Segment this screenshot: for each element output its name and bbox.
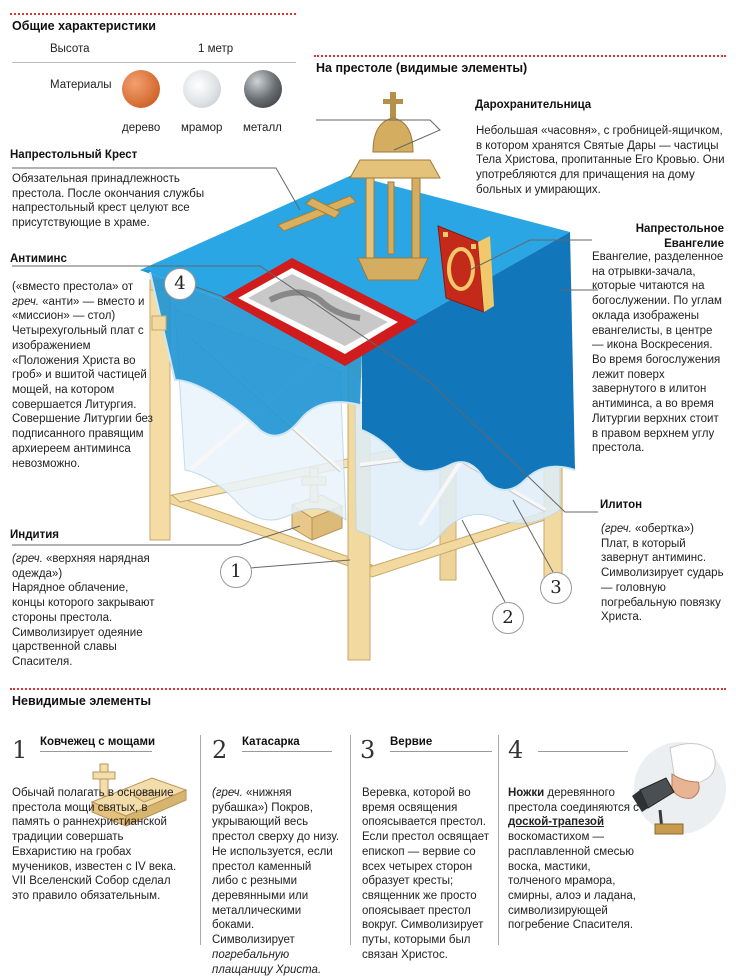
top-divider bbox=[10, 13, 296, 15]
metal-swatch bbox=[244, 70, 282, 108]
item2-number: 2 bbox=[212, 736, 228, 764]
item2-title: Катасарка bbox=[242, 736, 300, 748]
darohran-title: Дарохранительница bbox=[475, 99, 592, 111]
height-label: Высота bbox=[50, 43, 90, 55]
marble-swatch bbox=[183, 70, 221, 108]
material-metal-label: металл bbox=[243, 122, 282, 134]
material-wood-label: дерево bbox=[122, 122, 161, 134]
item1-text: Обычай полагать в основание престола мощ… bbox=[12, 787, 177, 903]
marker-3: 3 bbox=[540, 572, 572, 604]
height-value: 1 метр bbox=[198, 43, 234, 55]
marker-2: 2 bbox=[492, 602, 524, 634]
marker-4: 4 bbox=[164, 268, 196, 300]
cross-title: Напрестольный Крест bbox=[10, 149, 138, 161]
inditia-text: (греч. «верхняя нарядная одежда»)Нарядно… bbox=[12, 553, 155, 669]
item1-underline bbox=[40, 751, 152, 752]
marker-1: 1 bbox=[220, 556, 252, 588]
col-separator bbox=[200, 735, 201, 945]
gospel-text: Евангелие, разделенное на отрывки-зачала… bbox=[592, 251, 724, 455]
item3-underline bbox=[390, 751, 492, 752]
visible-title: На престоле (видимые элементы) bbox=[316, 61, 528, 75]
item2-underline bbox=[242, 751, 332, 752]
antimins-title: Антиминс bbox=[10, 253, 67, 265]
darohranitelnitsa-illustration bbox=[349, 92, 441, 281]
item4-underline bbox=[538, 751, 628, 752]
relic-box-icon bbox=[90, 763, 188, 827]
inditia-title: Индития bbox=[10, 529, 59, 541]
col-separator bbox=[498, 735, 499, 945]
antimins-text: («вместо престола» от греч. «анти» — вме… bbox=[12, 281, 153, 470]
item3-number: 3 bbox=[360, 736, 376, 764]
cross-text: Обязательная принадлежность престола. По… bbox=[12, 173, 205, 230]
gospel-title: Напрестольное Евангелие bbox=[635, 223, 724, 250]
item1-title: Ковчежец с мощами bbox=[40, 736, 156, 748]
darohran-text: Небольшая «часовня», с гробницей-ящичком… bbox=[476, 125, 725, 196]
item3-title: Вервие bbox=[390, 736, 433, 748]
material-marble-label: мрамор bbox=[181, 122, 223, 134]
item1-number: 1 bbox=[12, 736, 28, 764]
item3-text: Веревка, которой во время освящения опоя… bbox=[362, 787, 490, 961]
gospel-illustration bbox=[437, 225, 494, 313]
iliton-title: Илитон bbox=[600, 499, 643, 511]
altar-illustration bbox=[12, 92, 598, 661]
item4-text: Ножки деревянного престола соединяются с… bbox=[508, 787, 639, 932]
divider bbox=[12, 62, 296, 63]
visible-divider bbox=[314, 55, 726, 57]
invisible-divider bbox=[10, 688, 726, 690]
general-title: Общие характеристики bbox=[12, 19, 156, 33]
col-separator bbox=[350, 735, 351, 945]
materials-label: Материалы bbox=[50, 79, 112, 91]
item4-number: 4 bbox=[508, 736, 524, 764]
altar-cross-illustration bbox=[277, 195, 357, 232]
wood-swatch bbox=[122, 70, 160, 108]
item2-text: (греч. «нижняя рубашка») Покров, укрываю… bbox=[212, 787, 340, 976]
iliton-text: (греч. «обертка»)Плат, в который заверну… bbox=[601, 523, 724, 624]
mastic-pouring-icon bbox=[632, 742, 726, 835]
invisible-title: Невидимые элементы bbox=[12, 694, 152, 708]
